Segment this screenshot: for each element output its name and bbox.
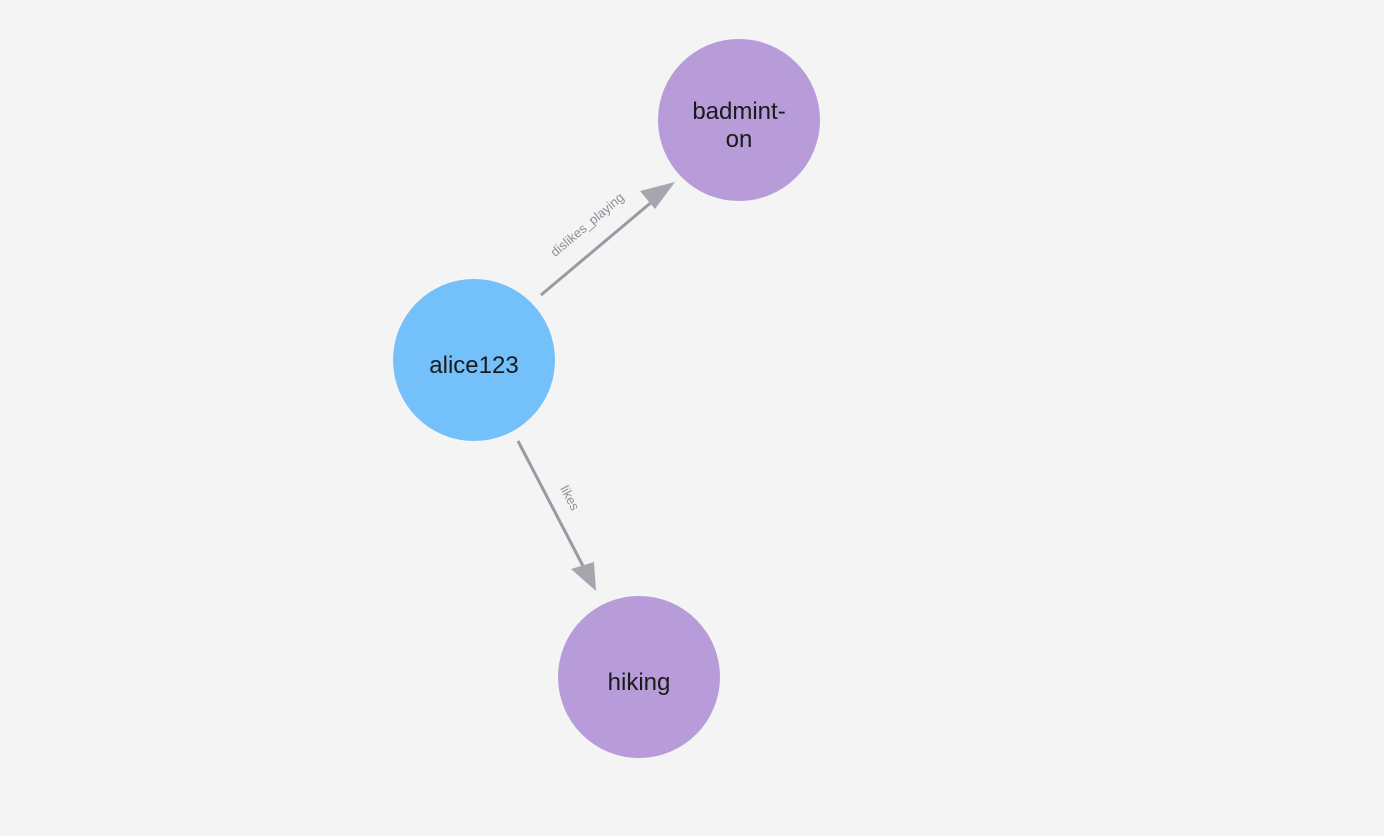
edge-label-dislikes-playing: dislikes_playing: [547, 190, 626, 260]
edge-alice123-hiking[interactable]: likes: [516, 440, 596, 591]
arrowhead-icon: [571, 562, 596, 591]
node-circle-badminton[interactable]: [658, 39, 820, 201]
node-circle-alice123[interactable]: [393, 279, 555, 441]
node-circle-hiking[interactable]: [558, 596, 720, 758]
edge-label-likes: likes: [557, 483, 583, 513]
graph-node-badminton[interactable]: badmint- on: [658, 39, 820, 201]
graph-node-hiking[interactable]: hiking: [558, 596, 720, 758]
arrowhead-icon: [640, 182, 675, 209]
edge-alice123-badminton[interactable]: dislikes_playing: [540, 182, 675, 297]
edge-line: [516, 440, 585, 567]
edge-line: [540, 193, 661, 297]
graph-node-alice123[interactable]: alice123: [393, 279, 555, 441]
